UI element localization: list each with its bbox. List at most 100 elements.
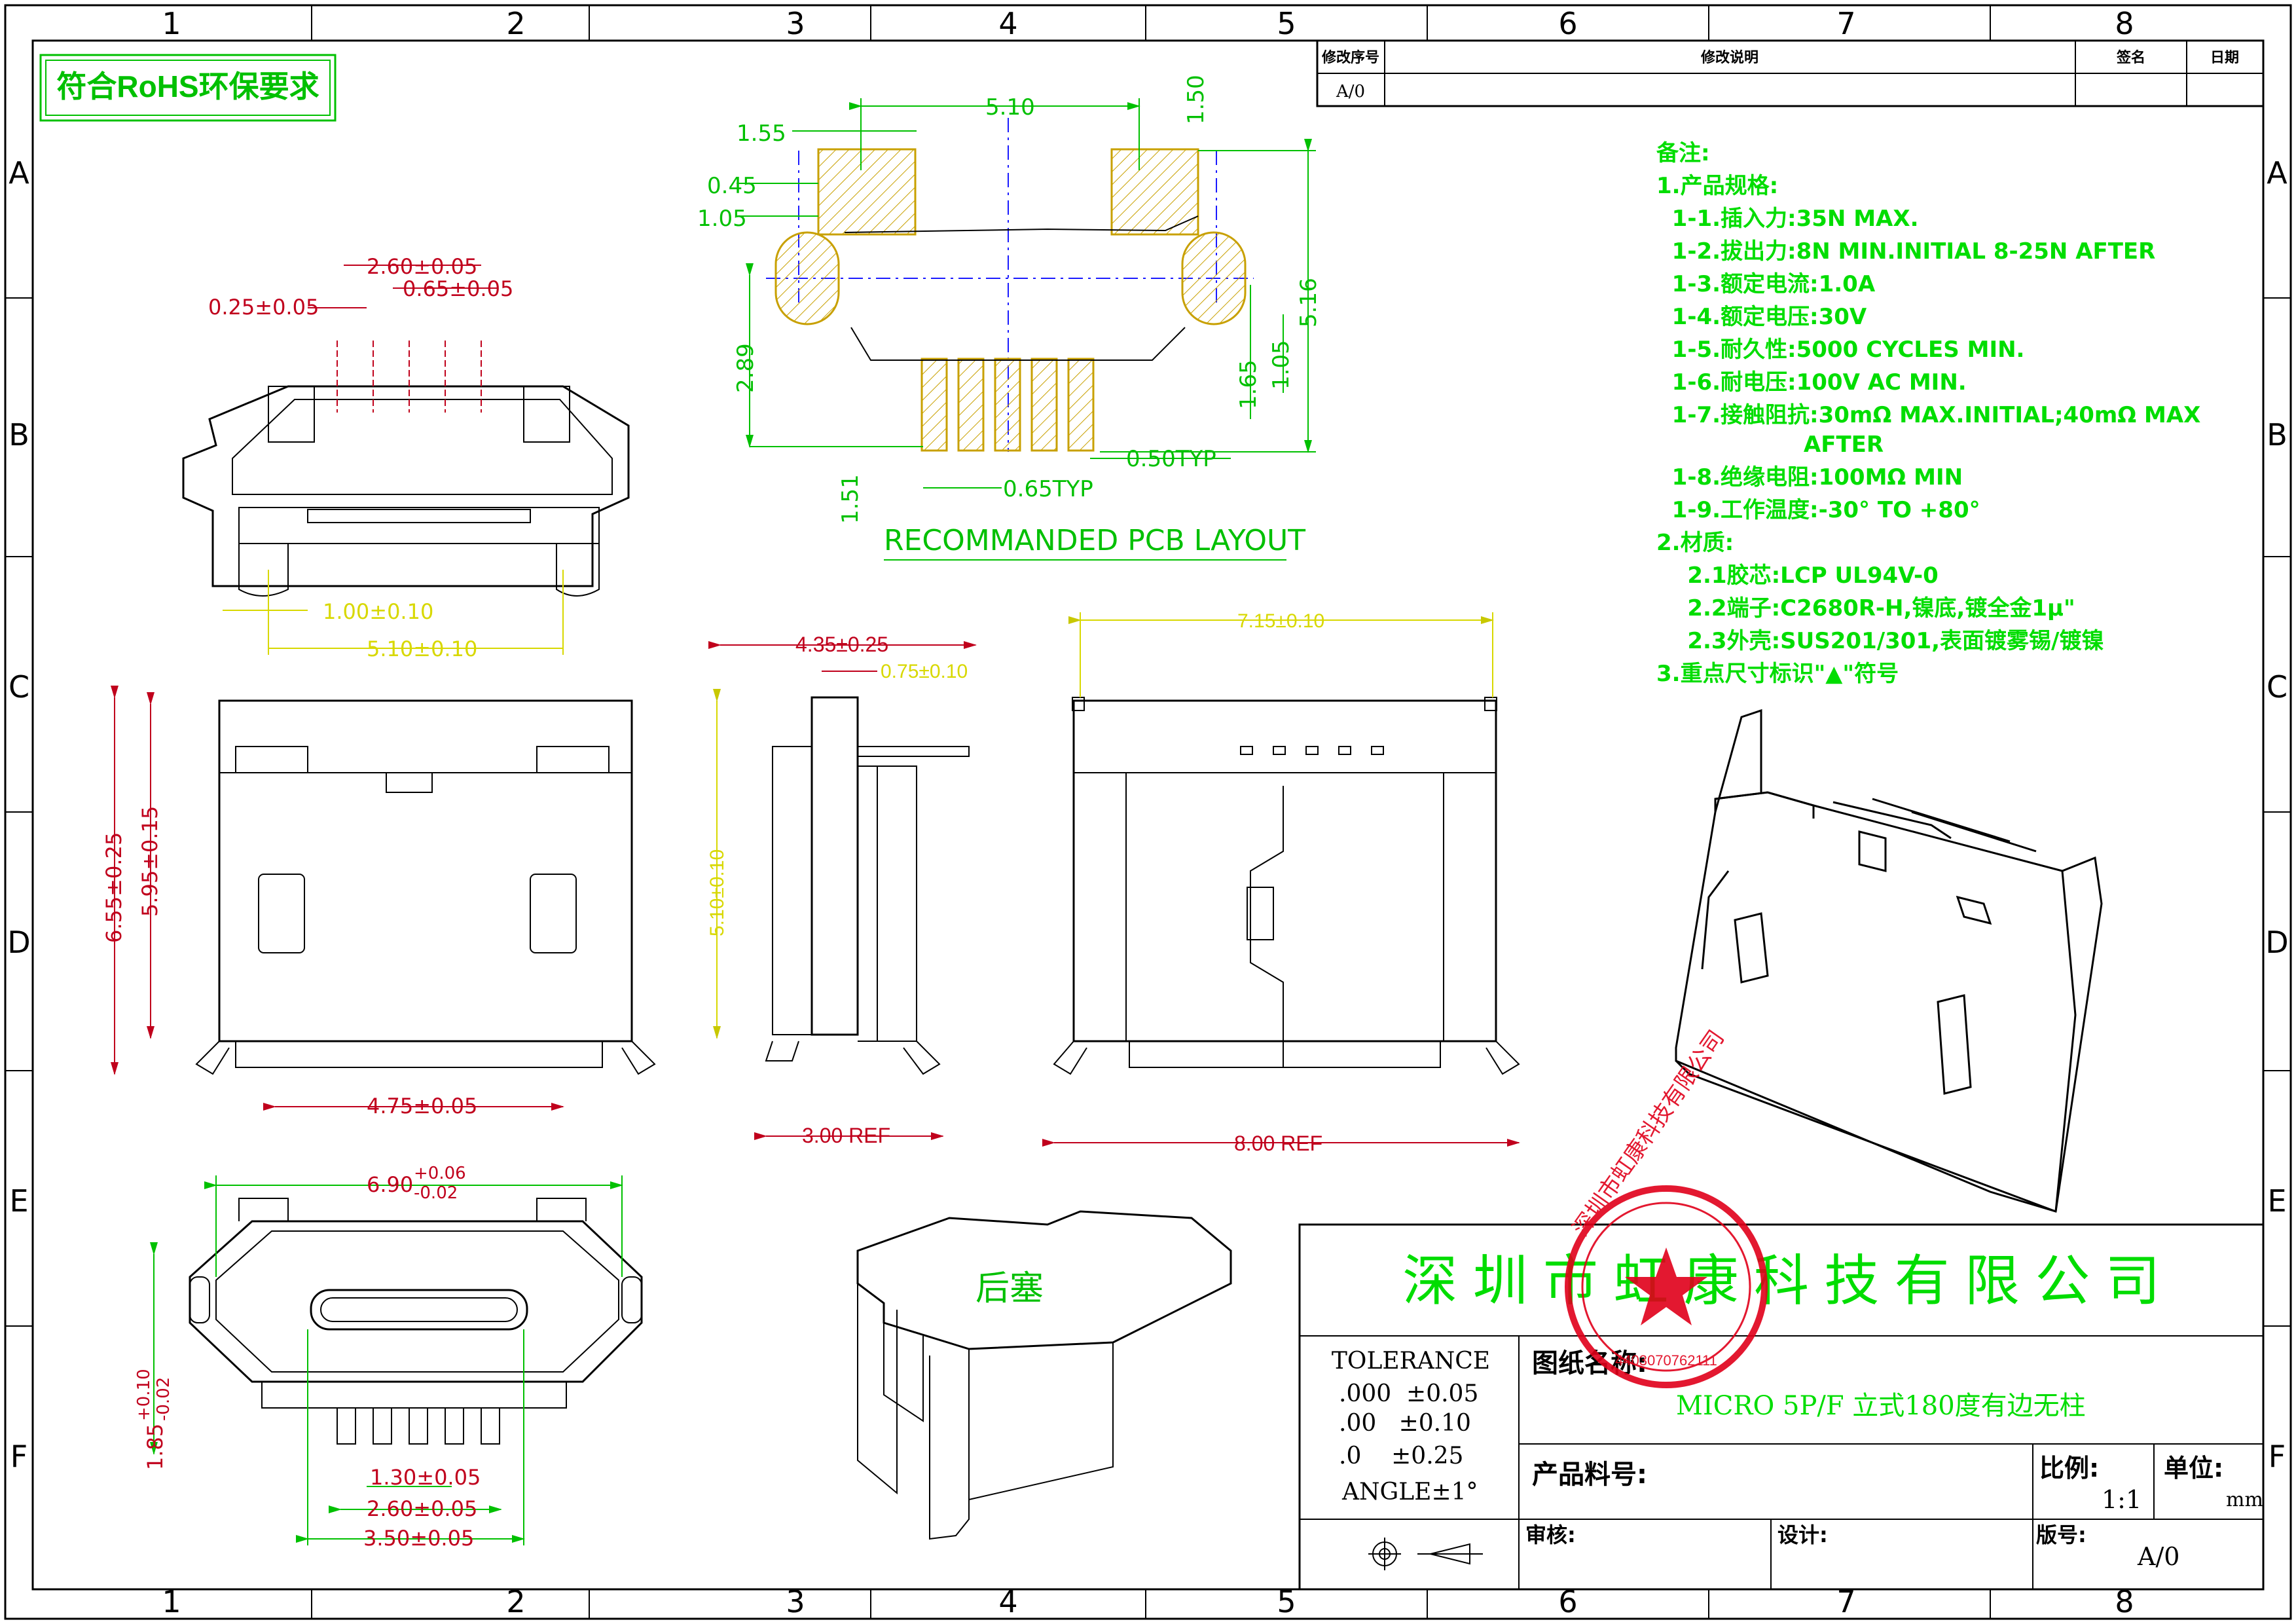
col-label-top: 4 bbox=[998, 6, 1017, 41]
note-line: 2.3外壳:SUS201/301,表面镀雾锡/镀镍 bbox=[1656, 628, 2104, 654]
note-line: 2.2端子:C2680R-H,镍底,镀全金1μ" bbox=[1656, 595, 2075, 621]
row-label-right: B bbox=[2267, 417, 2287, 452]
title-block: 深 圳 市 虹 康 科 技 有 限 公 司 TOLERANCE .000 ±0.… bbox=[1298, 1223, 2265, 1591]
rev-header-no: 修改序号 bbox=[1321, 49, 1379, 66]
version-label: 版号: bbox=[2036, 1522, 2086, 1547]
dim-leg-510: 5.10±0.10 bbox=[367, 637, 477, 661]
dim-151: 1.51 bbox=[837, 474, 864, 524]
row-label-right: F bbox=[2269, 1439, 2286, 1474]
unit-value: mm bbox=[2226, 1488, 2263, 1511]
dim-w075: 0.75±0.10 bbox=[881, 661, 968, 682]
rev-header-date: 日期 bbox=[2210, 50, 2239, 66]
dim-w475: 4.75±0.05 bbox=[367, 1094, 477, 1118]
row-label-right: A bbox=[2267, 155, 2287, 191]
note-line: 1-1.插入力:35N MAX. bbox=[1656, 206, 1919, 232]
dim-h185-up: +0.10 bbox=[134, 1369, 154, 1421]
col-label-top: 2 bbox=[506, 6, 525, 41]
col-label-bottom: 1 bbox=[162, 1584, 181, 1619]
dim-p260: 2.60±0.05 bbox=[367, 1496, 477, 1521]
revision-table: 修改序号 修改说明 签名 日期 A/0 bbox=[1316, 39, 2265, 107]
col-label-bottom: 5 bbox=[1277, 1584, 1296, 1619]
dim-h185: 1.85 bbox=[143, 1424, 168, 1470]
col-label-bottom: 2 bbox=[506, 1584, 525, 1619]
stamp-number: 4403070762111 bbox=[1615, 1352, 1717, 1369]
dim-w715: 7.15±0.10 bbox=[1237, 610, 1324, 632]
dim-ref800: 8.00 REF bbox=[1234, 1132, 1322, 1155]
company-name: 深 圳 市 虹 康 科 技 有 限 公 司 bbox=[1402, 1250, 2160, 1312]
note-line: 1-7.接触阻抗:30mΩ MAX.INITIAL;40mΩ MAX bbox=[1656, 402, 2200, 428]
rohs-label: 符合RoHS环保要求 bbox=[56, 69, 319, 103]
col-label-top: 7 bbox=[1836, 6, 1855, 41]
dim-w435: 4.35±0.25 bbox=[795, 633, 888, 656]
part-no-label: 产品料号: bbox=[1532, 1460, 1647, 1490]
dim-p130: 1.30±0.05 bbox=[370, 1465, 481, 1490]
tolerance-line: .000 ±0.05 bbox=[1339, 1380, 1478, 1407]
note-line: 1-6.耐电压:100V AC MIN. bbox=[1656, 369, 1967, 396]
col-label-top: 8 bbox=[2115, 6, 2134, 41]
review-label: 审核: bbox=[1525, 1522, 1576, 1547]
unit-label: 单位: bbox=[2164, 1454, 2223, 1483]
dim-w690-tol-dn: -0.02 bbox=[414, 1183, 458, 1203]
col-label-bottom: 3 bbox=[786, 1584, 805, 1619]
side-view: 4.35±0.25 0.75±0.10 5.10±0.10 3.00 REF bbox=[706, 633, 977, 1147]
scale-value: 1:1 bbox=[2102, 1485, 2141, 1514]
pcb-layout-title: RECOMMANDED PCB LAYOUT bbox=[884, 524, 1305, 557]
plug-view: 后塞 bbox=[856, 1210, 1232, 1540]
note-line: 1-3.额定电流:1.0A bbox=[1656, 271, 1876, 297]
note-line: 1-4.额定电压:30V bbox=[1656, 304, 1867, 330]
dim-105b: 1.05 bbox=[1268, 340, 1294, 390]
notes-title: 备注: bbox=[1656, 140, 1710, 166]
row-label-left: A bbox=[9, 155, 29, 191]
design-label: 设计: bbox=[1777, 1522, 1828, 1547]
dim-h595: 5.95±0.15 bbox=[137, 806, 162, 917]
row-label-left: E bbox=[9, 1183, 28, 1219]
tolerance-line: .0 ±0.25 bbox=[1339, 1443, 1463, 1469]
row-label-left: D bbox=[7, 925, 30, 960]
col-label-top: 5 bbox=[1277, 6, 1296, 41]
dim-065: 0.65TYP bbox=[1003, 476, 1093, 502]
col-label-top: 3 bbox=[786, 6, 805, 41]
note-line: 1-8.绝缘电阻:100MΩ MIN bbox=[1656, 464, 1963, 490]
company-seal: 深圳市虹康科技有限公司 4403070762111 bbox=[1565, 1025, 1768, 1388]
pcb-layout-view: 5.10 1.50 1.55 0.45 1.05 2.89 5.16 1.65 … bbox=[697, 75, 1322, 561]
dim-045: 0.45 bbox=[707, 173, 757, 199]
dim-050: 0.50TYP bbox=[1126, 446, 1216, 472]
isometric-view bbox=[1675, 709, 2103, 1213]
note-line: 2.材质: bbox=[1656, 530, 1734, 556]
dim-105a: 1.05 bbox=[697, 206, 747, 232]
tolerance-line: .00 ±0.10 bbox=[1339, 1410, 1471, 1437]
dim-165: 1.65 bbox=[1235, 360, 1262, 409]
notes: 备注: 1.产品规格: 1-1.插入力:35N MAX. 1-2.拔出力:8N … bbox=[1656, 140, 2200, 687]
rev-header-desc: 修改说明 bbox=[1700, 49, 1758, 66]
note-line: AFTER bbox=[1656, 432, 1884, 458]
dim-w690: 6.90 bbox=[367, 1172, 413, 1197]
version-value: A/0 bbox=[2137, 1542, 2179, 1571]
rohs-badge: 符合RoHS环保要求 bbox=[39, 54, 337, 122]
tolerance-title: TOLERANCE bbox=[1332, 1348, 1490, 1375]
rev-header-sign: 签名 bbox=[2116, 49, 2145, 66]
dim-516: 5.16 bbox=[1296, 278, 1322, 327]
dim-289: 2.89 bbox=[733, 343, 759, 393]
plug-label: 后塞 bbox=[975, 1270, 1044, 1308]
dim-pitch-260: 2.60±0.05 bbox=[367, 254, 477, 279]
bottom-view: 6.90 +0.06 -0.02 1.85 +0.10 -0.02 1.30±0… bbox=[134, 1164, 643, 1551]
dim-p350: 3.50±0.05 bbox=[363, 1526, 474, 1551]
dim-h655: 6.55±0.25 bbox=[101, 832, 126, 943]
dim-510: 5.10 bbox=[985, 94, 1035, 120]
dim-ref300: 3.00 REF bbox=[802, 1124, 890, 1147]
note-line: 2.1胶芯:LCP UL94V-0 bbox=[1656, 563, 1939, 589]
dim-h510: 5.10±0.10 bbox=[706, 849, 728, 936]
border-labels: 1 2 3 4 5 6 7 8 1 2 3 4 5 6 7 8 A B C D … bbox=[7, 6, 2288, 1619]
border-ticks bbox=[5, 5, 2291, 1619]
dim-155: 1.55 bbox=[737, 120, 786, 147]
svg-text:深圳市虹康科技有限公司: 深圳市虹康科技有限公司 bbox=[1568, 1025, 1729, 1240]
note-line: 1-9.工作温度:-30° TO +80° bbox=[1656, 497, 1980, 523]
row-label-left: F bbox=[10, 1439, 27, 1474]
note-line: 1-5.耐久性:5000 CYCLES MIN. bbox=[1656, 337, 2024, 363]
dim-h185-dn: -0.02 bbox=[154, 1377, 173, 1421]
angle-tolerance: ANGLE±1° bbox=[1341, 1479, 1478, 1505]
dim-leg-100: 1.00±0.10 bbox=[323, 599, 433, 624]
front-view: 6.55±0.25 5.95±0.15 4.75±0.05 bbox=[101, 686, 656, 1118]
back-view: 7.15±0.10 8.00 REF bbox=[1042, 610, 1520, 1155]
